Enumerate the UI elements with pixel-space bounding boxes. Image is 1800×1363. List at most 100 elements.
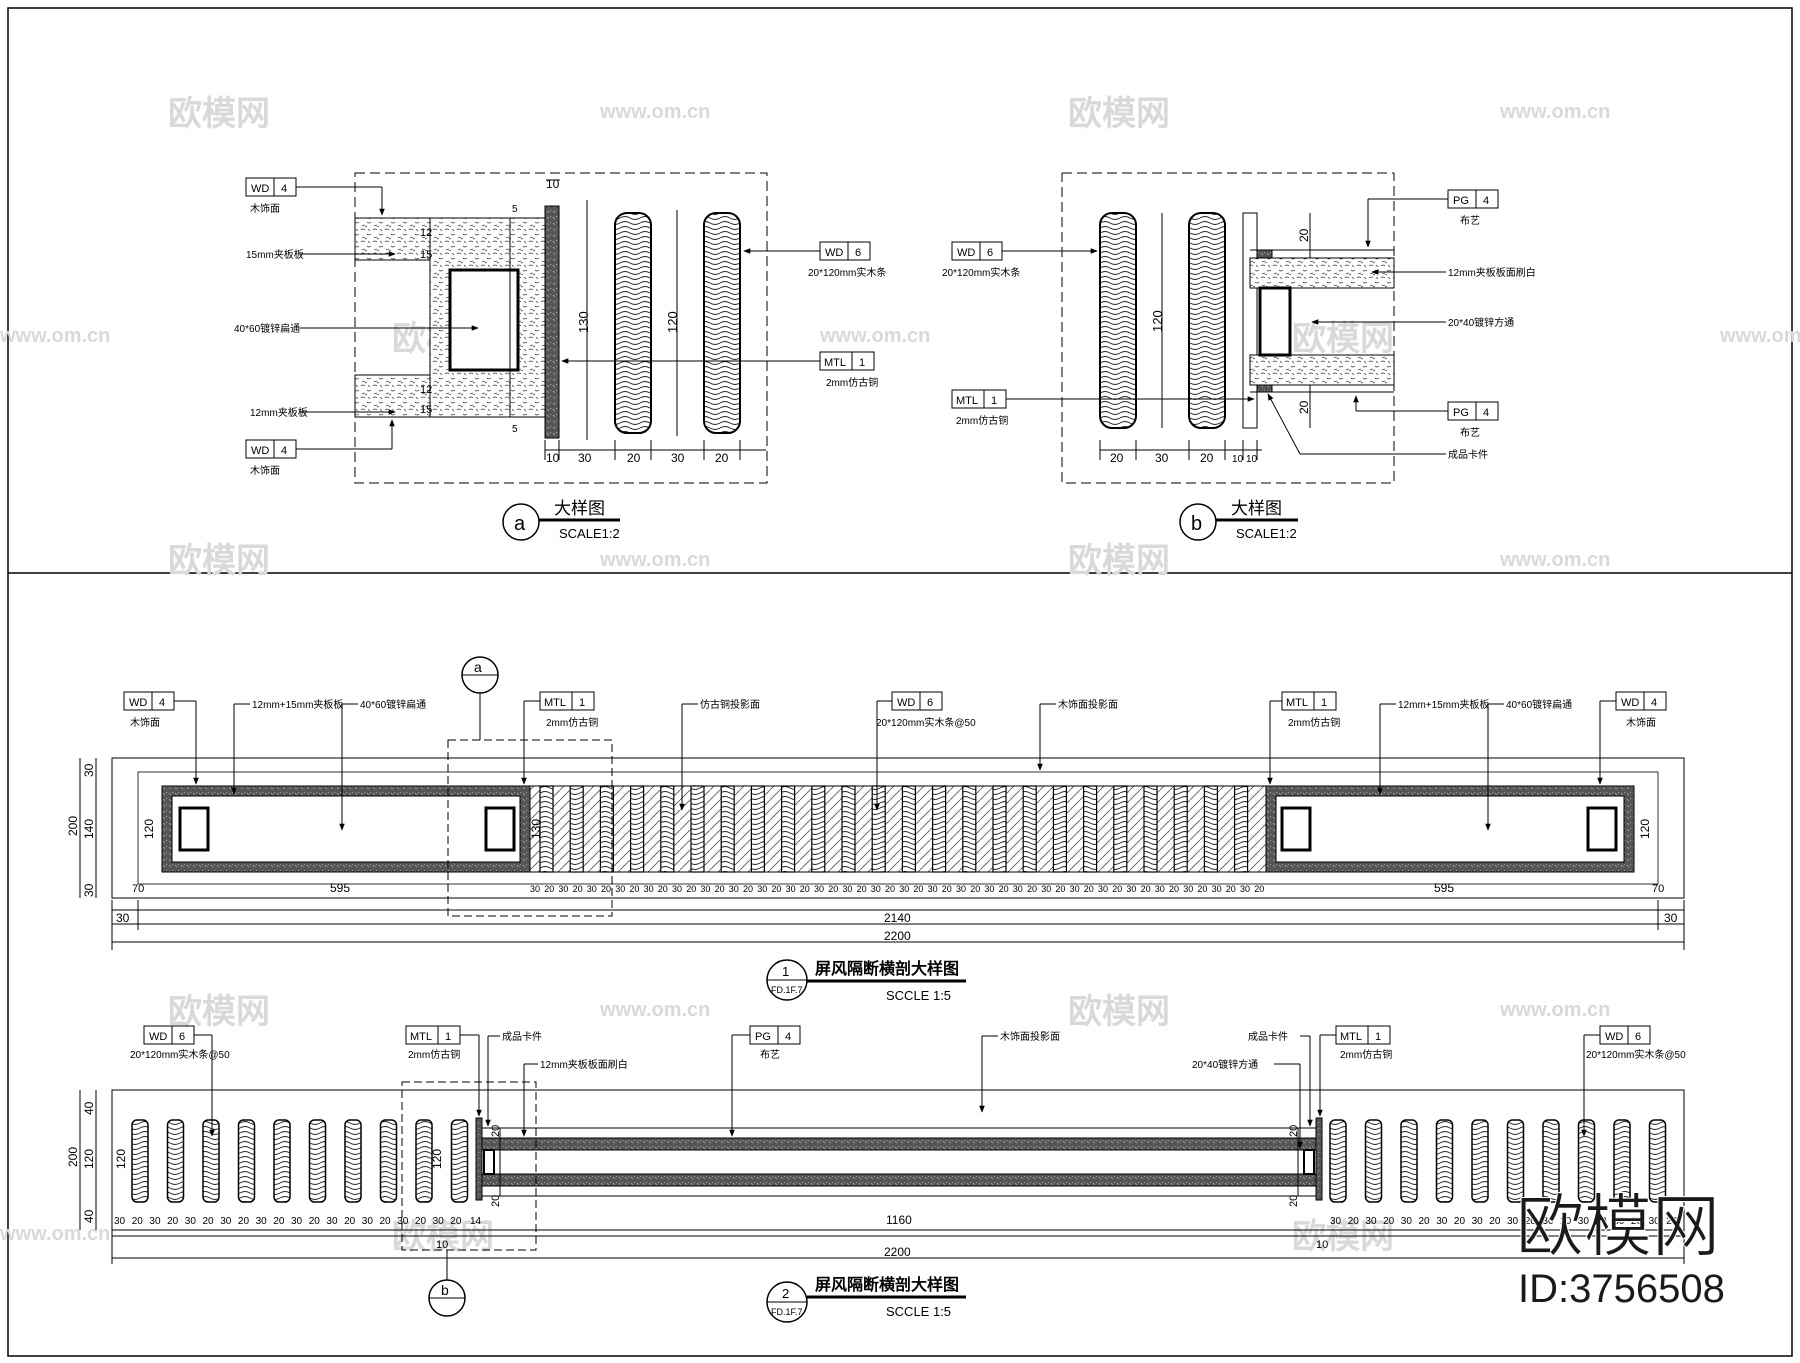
wood-slat (450, 1119, 469, 1203)
slot-dim: 30 (1436, 1216, 1448, 1227)
detail-title: 大样图 (1231, 499, 1282, 518)
dim: 40 (82, 1209, 96, 1223)
section-1-inner (137, 771, 1659, 885)
watermark-site: www.om.cn (819, 325, 930, 347)
dim: 5 (512, 424, 518, 435)
label: 木饰面投影面 (1058, 698, 1118, 711)
detail-scale: SCALE1:2 (559, 526, 620, 541)
dim: 20 (1288, 1125, 1300, 1137)
dim: 2200 (884, 929, 911, 943)
svg-text:PG: PG (755, 1031, 771, 1043)
svg-text:6: 6 (987, 247, 993, 259)
section-marker-ref: FD.1F.7 (771, 1307, 803, 1317)
label: 40*60镀锌扁通 (1506, 698, 1572, 711)
tag-wd4: WD 4 木饰面 (123, 691, 199, 785)
slot-dim: 20 (1254, 884, 1264, 894)
slot-dim: 20 (970, 884, 980, 894)
bronze-strip (475, 1117, 483, 1201)
label: 40*60镀锌扁通 (234, 322, 300, 335)
detail-marker (502, 503, 540, 541)
wood-slat (1082, 785, 1098, 873)
label: 成品卡件 (1248, 1030, 1288, 1043)
slot-dim: 30 (757, 884, 767, 894)
watermark-site: www.om.cn (1499, 101, 1610, 123)
wood-slat (1542, 1119, 1560, 1203)
tag-mtl1: MTL 1 2mm仿古铜 (1317, 1025, 1392, 1117)
dim: 1160 (886, 1213, 912, 1227)
slot-dim: 30 (220, 1216, 232, 1227)
wood-slat (1052, 785, 1068, 873)
svg-text:MTL: MTL (1340, 1031, 1362, 1043)
wood-slat (1143, 785, 1158, 873)
dim: 70 (132, 883, 144, 895)
watermark-brand: 欧模网 (168, 95, 270, 133)
wood-slat (1506, 1119, 1525, 1203)
tube (1303, 1149, 1315, 1175)
slot-dim: 20 (544, 884, 554, 894)
tube (1586, 806, 1618, 852)
svg-text:2mm仿古铜: 2mm仿古铜 (1288, 716, 1340, 729)
watermark-site: www.om.cn (599, 999, 710, 1021)
dim: 20 (1110, 451, 1124, 465)
dim: 30 (1664, 911, 1678, 925)
slot-dim: 30 (1240, 884, 1250, 894)
wood-slat (202, 1119, 220, 1203)
svg-text:WD: WD (251, 445, 269, 457)
slot-dim: 20 (1169, 884, 1179, 894)
slot-dim: 30 (530, 884, 540, 894)
slot-dim: 30 (1183, 884, 1193, 894)
slot-dim: 30 (326, 1216, 338, 1227)
slot-dim: 20 (1055, 884, 1065, 894)
slot-dim: 30 (1013, 884, 1023, 894)
slot-dim: 20 (1419, 1216, 1431, 1227)
wood-slat (992, 785, 1007, 873)
detail-scale: SCALE1:2 (1236, 526, 1297, 541)
dim: 10 (546, 177, 560, 191)
svg-text:20*120mm实木条@50: 20*120mm实木条@50 (1586, 1048, 1686, 1061)
dim: 20 (1288, 1195, 1300, 1207)
clip (1256, 249, 1273, 259)
dim: 140 (82, 819, 96, 839)
wood-slat (1364, 1119, 1383, 1203)
tag-wd4: WD 4 木饰面 (245, 177, 385, 216)
detail-b: 120 20 20 20 30 20 10 10 WD 6 20*120mm实木… (942, 172, 1536, 541)
watermark-site: www.om.cn (1719, 325, 1800, 347)
section-marker-num: 2 (782, 1286, 789, 1301)
slot-dim: 20 (1112, 884, 1122, 894)
wood-slat (780, 785, 796, 873)
svg-text:4: 4 (1483, 195, 1489, 207)
bronze-strip (1242, 212, 1258, 429)
tag-mtl1: MTL 1 2mm仿古铜 (561, 351, 878, 389)
slot-dim: 20 (1226, 884, 1236, 894)
svg-text:MTL: MTL (1286, 697, 1308, 709)
dim: 130 (529, 819, 543, 839)
wood-slat (841, 785, 856, 873)
slot-dim: 30 (397, 1216, 409, 1227)
slot-dim: 20 (238, 1216, 250, 1227)
wood-slat (720, 785, 735, 873)
slot-dim: 30 (1649, 1216, 1661, 1227)
svg-text:6: 6 (855, 247, 861, 259)
dim: 120 (142, 819, 156, 839)
slot-dim: 30 (786, 884, 796, 894)
dim: 595 (330, 881, 350, 895)
label: 40*60镀锌扁通 (360, 698, 426, 711)
svg-text:WD: WD (957, 247, 975, 259)
slot-dim: 20 (658, 884, 668, 894)
section-1: a 200 30 140 30 120 130 120 70 595 595 7… (66, 656, 1685, 1003)
slot-dim: 30 (672, 884, 682, 894)
wood-slat (599, 785, 615, 873)
dim: 10 (436, 1239, 448, 1251)
slot-dim: 30 (185, 1216, 197, 1227)
svg-text:2mm仿古铜: 2mm仿古铜 (956, 414, 1008, 427)
svg-text:4: 4 (1483, 407, 1489, 419)
dim: 15 (420, 249, 432, 261)
slot-dim: 20 (1027, 884, 1037, 894)
wood-slat (1613, 1119, 1631, 1203)
tag-pg4: PG 4 布艺 (1365, 189, 1499, 248)
svg-text:布艺: 布艺 (760, 1049, 780, 1061)
board-top (481, 1137, 1317, 1151)
tag-wd6: WD 6 20*120mm实木条 (743, 241, 886, 279)
board-bottom (481, 1173, 1317, 1187)
